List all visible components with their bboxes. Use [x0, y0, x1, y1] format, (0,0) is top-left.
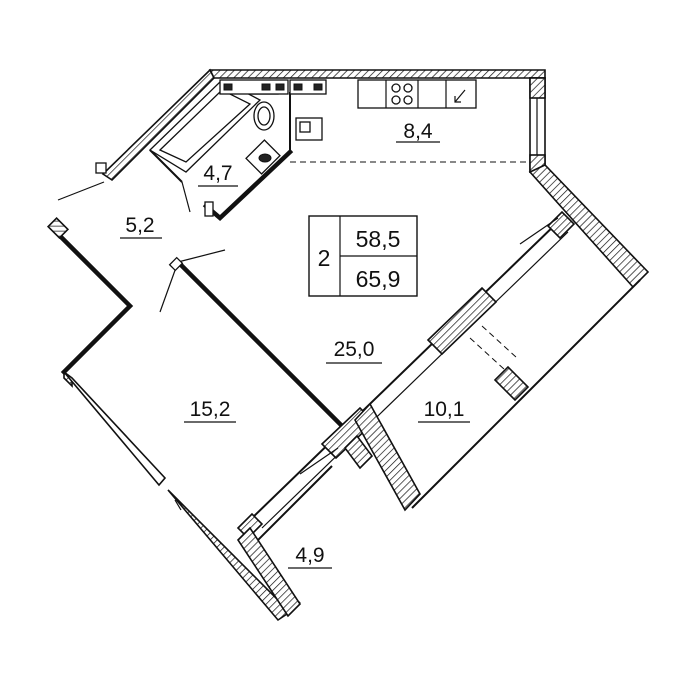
- room-labels: 8,4 4,7 5,2 25,0 15,2 10,1 4,9: [120, 120, 470, 569]
- ventilation-icon: [454, 89, 466, 103]
- bathtub-icon: [148, 79, 262, 173]
- room-area-balcony-large: 10,1: [424, 398, 465, 421]
- room-area-hallway: 5,2: [125, 214, 154, 237]
- sink-icon: [245, 139, 281, 175]
- balconies: [236, 279, 641, 618]
- total-area: 65,9: [356, 266, 401, 292]
- kitchen-counter: [357, 79, 477, 109]
- room-area-balcony-small: 4,9: [295, 544, 324, 567]
- room-area-bedroom: 15,2: [190, 398, 231, 421]
- interior-walls: [57, 92, 530, 428]
- fixtures: [148, 79, 477, 175]
- room-area-living-room: 25,0: [334, 338, 375, 361]
- stove-icon: [391, 83, 413, 105]
- washing-machine-icon: [295, 117, 323, 141]
- apartment-info-box: 2 58,5 65,9: [308, 215, 418, 297]
- facade-glazing: [236, 210, 576, 540]
- storage-units: [219, 79, 327, 95]
- rooms-count: 2: [318, 245, 331, 271]
- exterior-walls: [46, 68, 650, 622]
- room-area-kitchen: 8,4: [403, 120, 433, 143]
- room-area-bathroom: 4,7: [203, 162, 232, 185]
- living-area: 58,5: [356, 226, 401, 252]
